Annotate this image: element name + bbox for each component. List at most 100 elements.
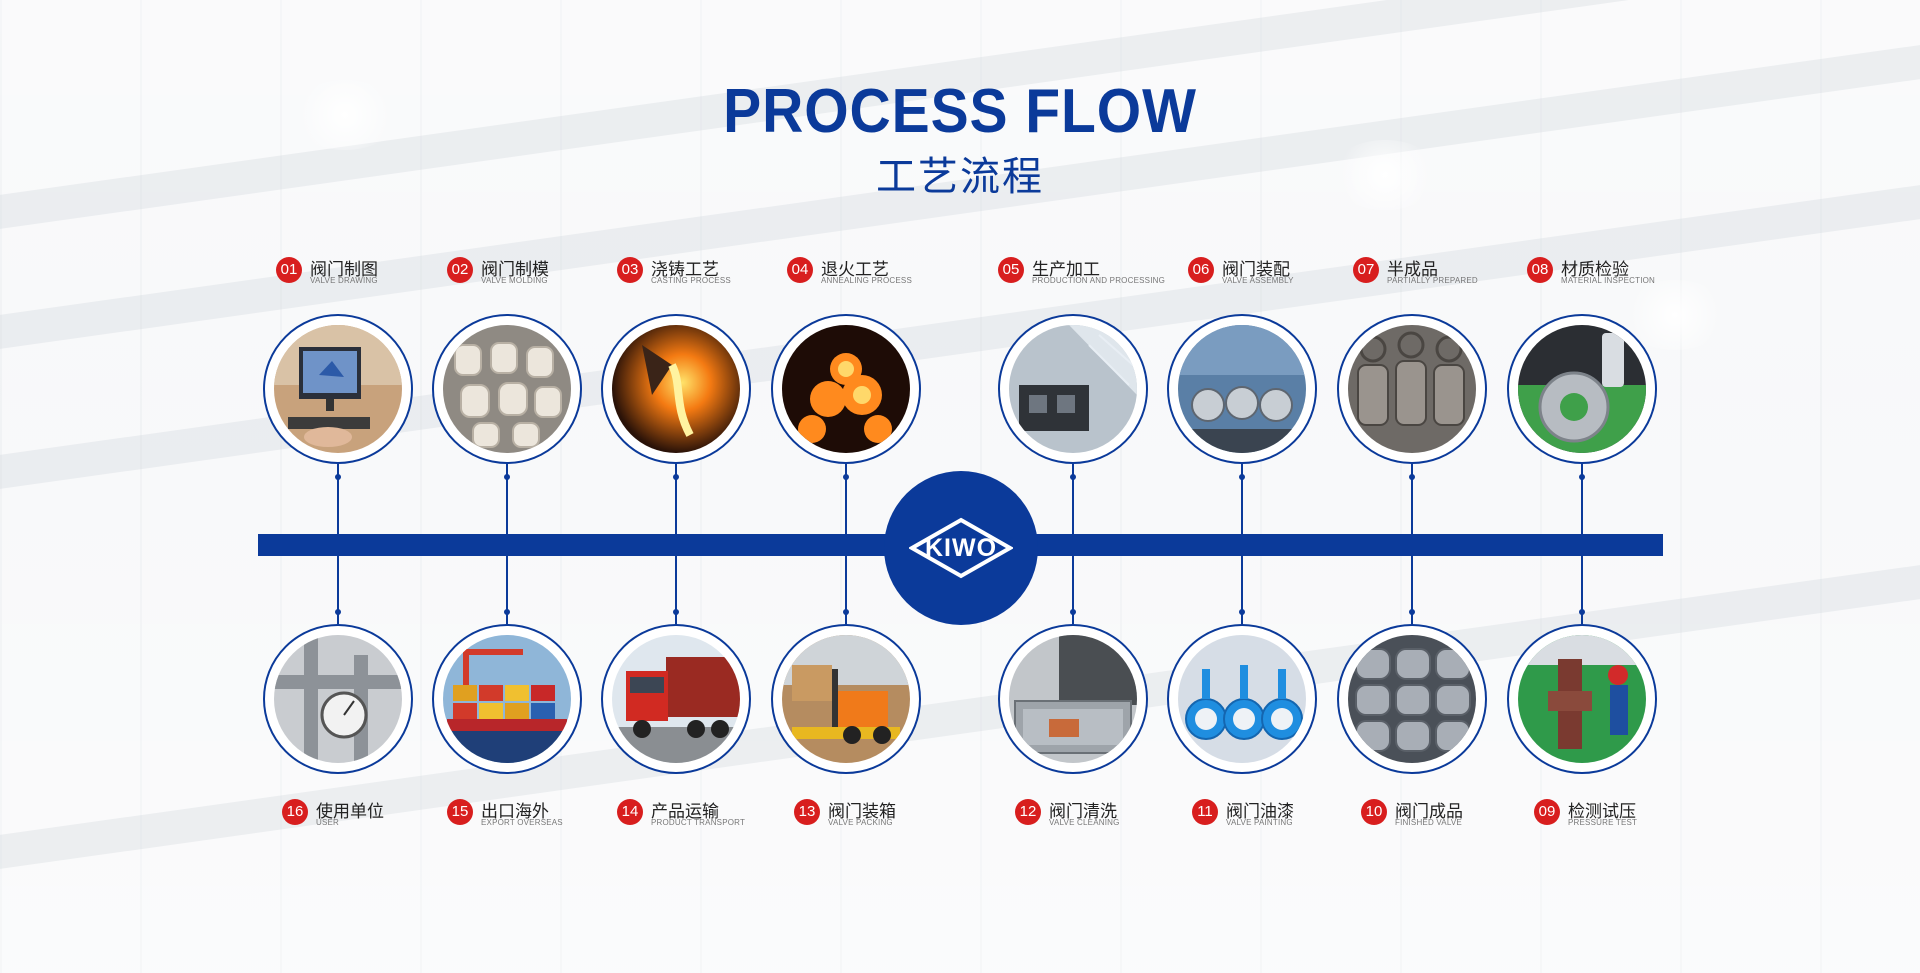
connector-line	[1411, 556, 1413, 624]
step-title-cn: 产品运输	[651, 802, 719, 821]
connector-line	[675, 556, 677, 624]
step-title-en: VALVE CLEANING	[1049, 818, 1120, 827]
step-title-en: VALVE ASSEMBLY	[1222, 276, 1294, 285]
connector-line	[1241, 556, 1243, 624]
step-photo[interactable]	[601, 624, 751, 774]
connector-dot	[1579, 474, 1585, 480]
connector-line	[337, 464, 339, 534]
logo-text: KIWO	[924, 533, 998, 562]
step-title-en: USER	[316, 818, 340, 827]
glowing-parts-icon	[782, 325, 910, 453]
step-number-badge: 08	[1527, 257, 1553, 283]
truck-icon	[612, 635, 740, 763]
connector-dot	[1070, 474, 1076, 480]
connector-line	[1072, 556, 1074, 624]
step-photo[interactable]	[601, 314, 751, 464]
step-title-cn: 退火工艺	[821, 260, 889, 279]
ceiling-light	[1620, 280, 1730, 350]
step-title-cn: 阀门装配	[1222, 260, 1290, 279]
step-number-badge: 02	[447, 257, 473, 283]
step-title-en: ANNEALING PROCESS	[821, 276, 912, 285]
step-title-en: PRODUCT TRANSPORT	[651, 818, 746, 827]
connector-dot	[673, 474, 679, 480]
step-photo[interactable]	[771, 624, 921, 774]
connector-line	[1072, 464, 1074, 534]
step-number-badge: 11	[1192, 799, 1218, 825]
step-title-en: VALVE PAINTING	[1226, 818, 1293, 827]
step-title-cn: 检测试压	[1568, 802, 1636, 821]
connector-line	[506, 556, 508, 624]
step-number-badge: 07	[1353, 257, 1379, 283]
connector-dot	[843, 609, 849, 615]
pipeline-gauge-icon	[274, 635, 402, 763]
step-number-badge: 06	[1188, 257, 1214, 283]
machining-icon	[1009, 325, 1137, 453]
step-photo[interactable]	[1507, 314, 1657, 464]
step-title-en: VALVE MOLDING	[481, 276, 548, 285]
step-photo[interactable]	[1337, 624, 1487, 774]
pressure-test-icon	[1518, 635, 1646, 763]
connector-dot	[335, 609, 341, 615]
step-photo[interactable]	[998, 624, 1148, 774]
step-title-en: VALVE PACKING	[828, 818, 893, 827]
connector-dot	[1239, 474, 1245, 480]
step-title-cn: 半成品	[1387, 260, 1438, 279]
step-photo[interactable]	[432, 624, 582, 774]
step-title-cn: 阀门油漆	[1226, 802, 1294, 821]
step-photo[interactable]	[263, 624, 413, 774]
step-title-cn: 阀门清洗	[1049, 802, 1117, 821]
step-title-en: FINISHED VALVE	[1395, 818, 1462, 827]
connector-line	[1581, 556, 1583, 624]
butterfly-valves-icon	[1178, 635, 1306, 763]
connector-line	[675, 464, 677, 534]
molds-icon	[443, 325, 571, 453]
molten-metal-icon	[612, 325, 740, 453]
step-title-en: VALVE DRAWING	[310, 276, 378, 285]
finished-valves-icon	[1348, 635, 1476, 763]
page-title: PROCESS FLOW	[723, 77, 1197, 146]
step-title-cn: 阀门制模	[481, 260, 549, 279]
connector-dot	[504, 474, 510, 480]
kiwo-logo[interactable]: KIWO	[884, 471, 1038, 625]
step-photo[interactable]	[1337, 314, 1487, 464]
step-number-badge: 03	[617, 257, 643, 283]
step-photo[interactable]	[263, 314, 413, 464]
step-title-en: PRESSURE TEST	[1568, 818, 1638, 827]
valve-bodies-icon	[1348, 325, 1476, 453]
assembly-icon	[1178, 325, 1306, 453]
connector-dot	[504, 609, 510, 615]
connector-dot	[1409, 609, 1415, 615]
step-number-badge: 01	[276, 257, 302, 283]
step-number-badge: 09	[1534, 799, 1560, 825]
computer-drawing-icon	[274, 325, 402, 453]
step-photo[interactable]	[1167, 624, 1317, 774]
step-title-cn: 生产加工	[1032, 260, 1100, 279]
step-photo[interactable]	[1507, 624, 1657, 774]
step-title-en: EXPORT OVERSEAS	[481, 818, 563, 827]
connector-dot	[1070, 609, 1076, 615]
step-number-badge: 04	[787, 257, 813, 283]
connector-dot	[1239, 609, 1245, 615]
cleaning-tank-icon	[1009, 635, 1137, 763]
container-ship-icon	[443, 635, 571, 763]
step-title-cn: 浇铸工艺	[651, 260, 719, 279]
step-number-badge: 14	[617, 799, 643, 825]
step-photo[interactable]	[771, 314, 921, 464]
connector-line	[845, 556, 847, 624]
step-photo[interactable]	[1167, 314, 1317, 464]
step-photo[interactable]	[998, 314, 1148, 464]
step-title-en: MATERIAL INSPECTION	[1561, 276, 1656, 285]
step-title-en: PARTIALLY PREPARED	[1387, 276, 1478, 285]
step-number-badge: 10	[1361, 799, 1387, 825]
step-number-badge: 12	[1015, 799, 1041, 825]
step-number-badge: 05	[998, 257, 1024, 283]
forklift-icon	[782, 635, 910, 763]
step-title-en: PRODUCTION AND PROCESSING	[1032, 276, 1166, 285]
step-photo[interactable]	[432, 314, 582, 464]
ceiling-light	[290, 80, 400, 150]
connector-line	[845, 464, 847, 534]
step-number-badge: 15	[447, 799, 473, 825]
step-title-cn: 阀门装箱	[828, 802, 896, 821]
connector-line	[1241, 464, 1243, 534]
page-subtitle: 工艺流程	[876, 155, 1044, 199]
